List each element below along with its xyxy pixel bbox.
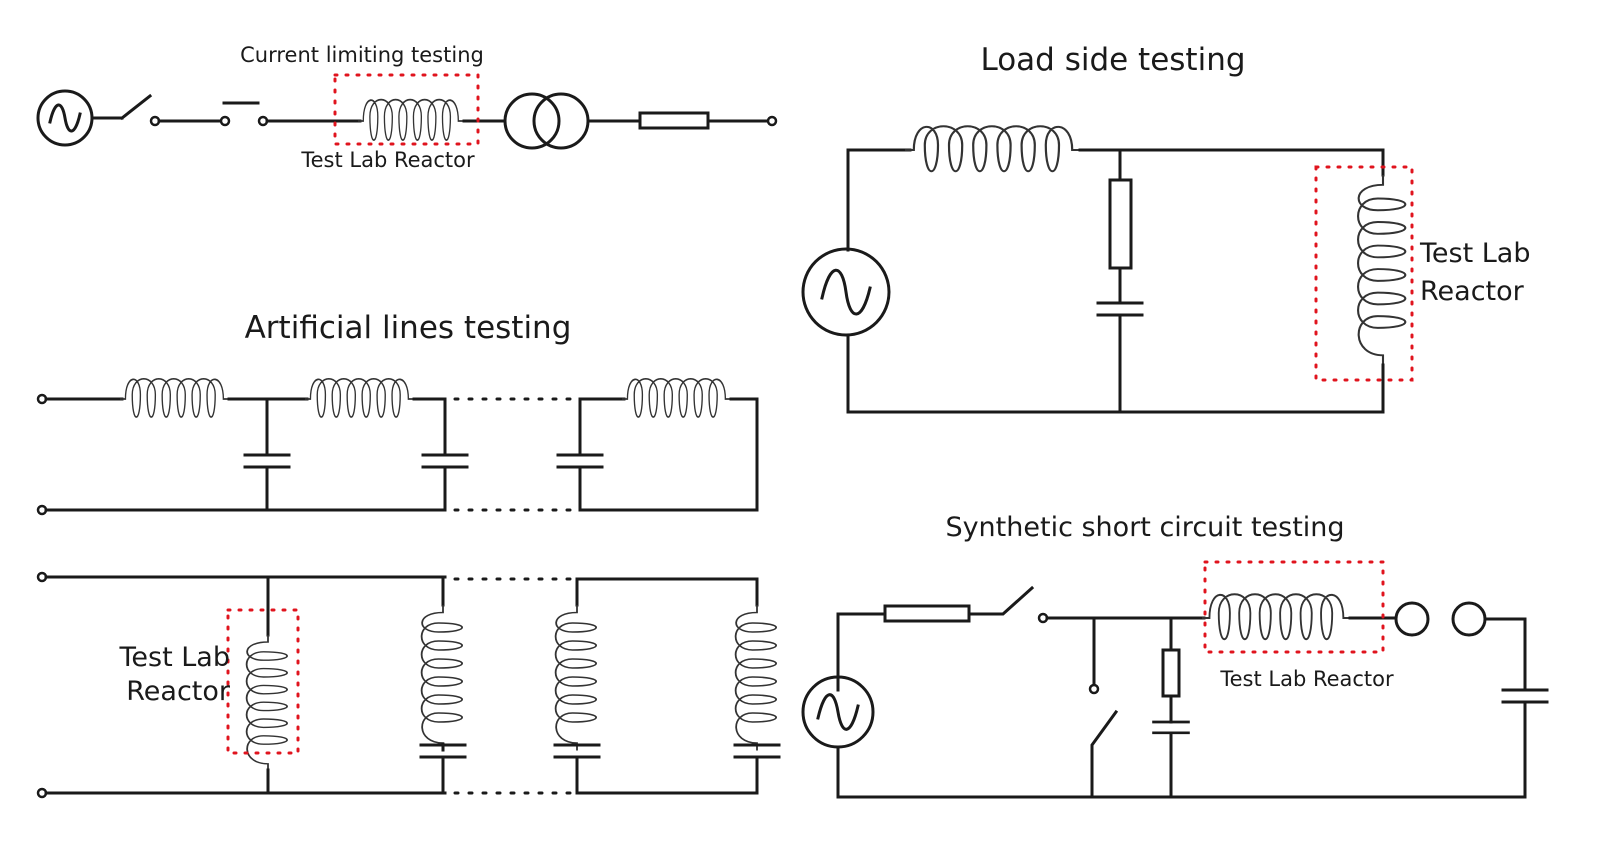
series-inductor-icon <box>903 125 1083 173</box>
reactor-label: Test Lab Reactor <box>1219 667 1394 691</box>
ac-source-icon <box>36 89 94 147</box>
series-inductor-icon <box>119 377 230 418</box>
reactor-label-line2: Reactor <box>1420 276 1525 307</box>
spark-gap-icon <box>1394 601 1487 637</box>
terminal-icon <box>219 115 231 127</box>
current-limiting-circuit: Current limiting testing Test Lab Reacto… <box>36 43 778 172</box>
switch-icon <box>967 585 1035 616</box>
shunt-inductor-icon <box>734 604 778 752</box>
synthetic-title: Synthetic short circuit testing <box>945 512 1344 543</box>
series-inductor-icon <box>621 377 732 418</box>
resistor-icon <box>1108 178 1133 270</box>
capacitor-icon <box>1096 301 1144 317</box>
reactor-highlight-box <box>1203 560 1385 654</box>
artificial-lines-shunt-circuit: Test Lab Reactor <box>36 571 781 799</box>
artificial-lines-title: Artificial lines testing <box>245 310 572 346</box>
shunt-inductor-icon <box>554 604 598 752</box>
test-lab-reactor-icon <box>1201 593 1352 641</box>
terminal-icon <box>1088 683 1100 695</box>
ac-source-icon <box>801 247 891 337</box>
capacitor-icon <box>243 453 291 469</box>
capacitor-icon <box>556 453 604 469</box>
making-switch-icon <box>1090 709 1119 799</box>
resistor-icon <box>638 111 710 130</box>
reactor-highlight-box <box>333 73 480 146</box>
current-limiting-title: Current limiting testing <box>240 43 484 67</box>
reactor-label-line1: Test Lab <box>119 642 230 673</box>
series-inductor-icon <box>304 377 415 418</box>
capacitor-icon <box>1501 688 1549 704</box>
reactor-highlight-box <box>226 608 300 755</box>
test-lab-reactor-icon <box>357 98 465 142</box>
resistor-icon <box>883 604 971 623</box>
test-lab-reactor-icon <box>1357 173 1407 367</box>
terminal-icon <box>766 115 778 127</box>
capacitor-icon <box>421 453 469 469</box>
synthetic-short-circuit: Synthetic short circuit testing Test Lab… <box>801 512 1549 799</box>
load-side-title: Load side testing <box>980 42 1245 78</box>
reactor-label-line1: Test Lab <box>1419 238 1530 269</box>
reactor-label-line2: Reactor <box>126 676 231 707</box>
shunt-inductor-icon <box>420 604 464 752</box>
test-lab-reactor-icon <box>245 634 289 772</box>
capacitor-icon <box>1152 720 1190 735</box>
artificial-lines-series-circuit: Artificial lines testing <box>36 310 759 516</box>
reactor-label: Test Lab Reactor <box>300 148 475 172</box>
transformer-icon <box>503 92 590 150</box>
resistor-icon <box>1161 648 1181 698</box>
load-side-circuit: Load side testing Test Lab Reactor <box>801 42 1530 414</box>
switch-icon <box>90 93 153 121</box>
